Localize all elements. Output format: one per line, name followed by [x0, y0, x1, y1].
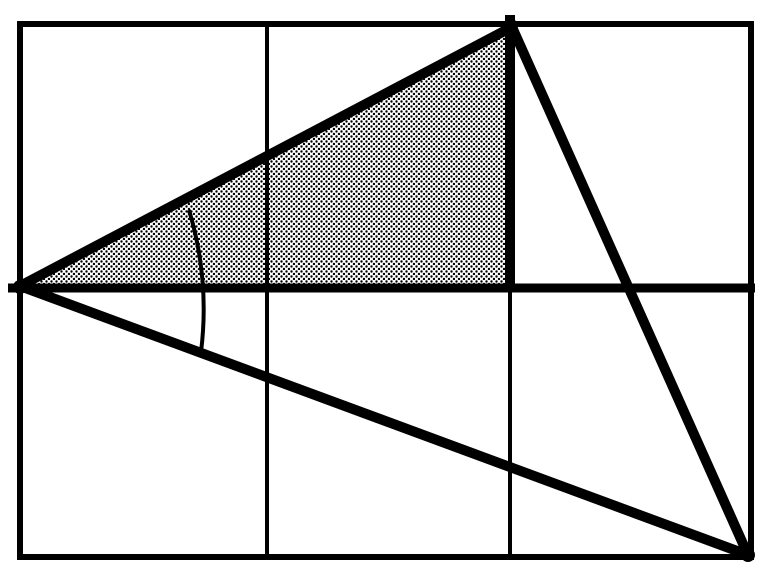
vertex-top [504, 19, 518, 33]
lower-diagonal [15, 281, 753, 560]
vertex-bottom-right [741, 548, 755, 562]
right-diagonal [507, 22, 753, 560]
upper-diagonal [15, 22, 517, 291]
angle-arc [187, 209, 206, 353]
vertex-left [13, 280, 27, 294]
